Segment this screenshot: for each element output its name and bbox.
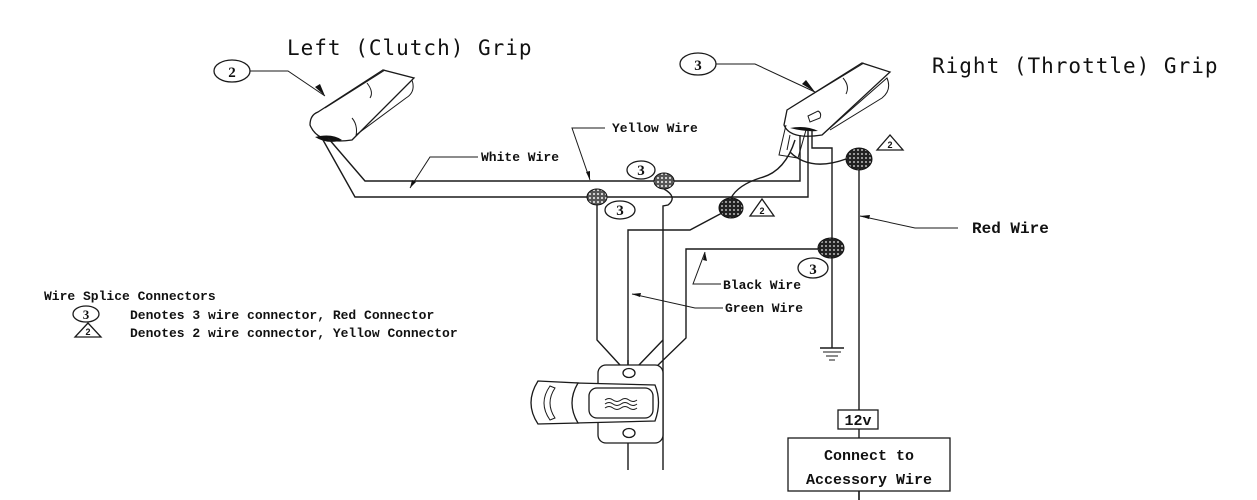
three-wire-connector [653,172,675,190]
switch-wire-yellow [637,339,664,367]
left-grip-icon [309,69,416,142]
three-wire-callout: 3 [626,160,656,180]
three-wire-callout: 3 [797,257,829,279]
red-wire-callout: Red Wire [859,215,1049,238]
svg-text:2: 2 [887,140,892,150]
svg-text:3: 3 [809,262,817,278]
two-wire-callout: 2 [875,134,905,151]
three-wire-connector [586,188,608,206]
white-wire-callout: White Wire [409,150,559,189]
three-wire-callout: 3 [604,200,636,220]
left-grip-lower-wire [322,130,809,198]
switch-wire-to-ground [811,130,833,335]
accessory-connection-box: Connect to Accessory Wire [787,437,951,492]
two-wire-callout: 2 [748,197,776,217]
white-wire [327,135,801,182]
two-wire-connector [845,147,873,171]
accessory-box-line1: Connect to [824,448,914,465]
black-wire [654,248,818,369]
legend-item: 3 Denotes 3 wire connector, Red Connecto… [72,305,434,323]
voltage-label: 12v [844,413,871,430]
white-wire-label: White Wire [481,150,559,165]
green-wire-callout: Green Wire [631,293,803,316]
legend-item-text: Denotes 2 wire connector, Yellow Connect… [130,326,458,341]
yellow-wire-callout: Yellow Wire [571,121,698,181]
ground-icon [820,335,844,361]
heater-switch-icon [530,364,664,444]
left-grip-callout-number: 2 [228,65,236,81]
three-wire-connector [817,237,845,259]
right-grip-icon [778,62,892,159]
green-wire [627,212,723,470]
red-wire-label: Red Wire [972,220,1049,238]
right-grip-callout: 3 [679,52,816,93]
right-grip-callout-number: 3 [694,58,702,74]
legend-title: Wire Splice Connectors [44,289,216,304]
svg-text:3: 3 [616,203,624,219]
svg-text:2: 2 [759,206,764,216]
switch-wire-to-red-connector [789,151,847,165]
two-wire-connector [718,197,744,219]
switch-wire-to-two-connector [730,139,796,199]
legend-item-text: Denotes 3 wire connector, Red Connector [130,308,434,323]
yellow-wire-label: Yellow Wire [612,121,698,136]
legend: Wire Splice Connectors 3 Denotes 3 wire … [44,289,458,341]
legend-item-symbol: 3 [83,307,90,322]
voltage-tag: 12v [837,409,879,430]
left-grip-title: Left (Clutch) Grip [287,36,533,60]
white-wire-drop [596,205,621,366]
legend-item: 2 Denotes 2 wire connector, Yellow Conne… [73,322,458,341]
green-wire-label: Green Wire [725,301,803,316]
right-grip-title: Right (Throttle) Grip [932,54,1219,78]
yellow-wire-drop [662,188,673,470]
black-wire-label: Black Wire [723,278,801,293]
accessory-box-line2: Accessory Wire [806,472,932,489]
left-grip-callout: 2 [213,59,326,97]
black-wire-callout: Black Wire [692,251,801,293]
legend-item-symbol: 2 [85,327,90,337]
svg-text:3: 3 [637,163,645,179]
